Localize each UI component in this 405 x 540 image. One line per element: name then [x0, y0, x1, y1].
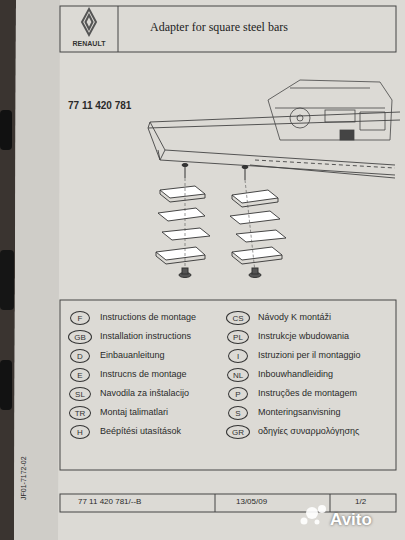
instruction-language: Instrukcje wbudowania: [258, 331, 349, 341]
language-code-oval: D: [70, 349, 90, 363]
issue-date: 13/05/09: [236, 497, 267, 506]
part-number: 77 11 420 781: [68, 100, 131, 111]
language-code: NL: [233, 371, 243, 380]
language-code: H: [77, 428, 83, 437]
language-code: P: [235, 390, 240, 399]
language-code-oval: CS: [226, 311, 249, 325]
foot-pad: [249, 268, 261, 278]
footer-divider: [215, 494, 216, 512]
language-code-oval: PL: [227, 330, 249, 344]
language-code: I: [237, 352, 239, 361]
language-code: E: [77, 371, 82, 380]
instruction-language: Einbauanleitung: [100, 350, 165, 360]
renault-logo: [82, 9, 96, 35]
print-code: JF01-7172-02: [20, 456, 27, 500]
vehicle-interior-sketch: [268, 80, 392, 140]
language-code-oval: GR: [226, 425, 250, 439]
language-code: GR: [232, 428, 244, 437]
adapter-bracket: [156, 186, 210, 264]
language-code: D: [77, 352, 83, 361]
watermark: Avito: [330, 510, 372, 530]
adapter-bracket: [230, 190, 286, 264]
brand-name: RENAULT: [73, 40, 106, 47]
language-code: PL: [233, 333, 243, 342]
instruction-language: Montaj talimatlari: [100, 407, 168, 417]
document-title: Adapter for square steel bars: [150, 20, 288, 35]
language-code: TR: [75, 409, 86, 418]
language-code: F: [78, 314, 83, 323]
language-code-oval: TR: [69, 406, 92, 420]
instruction-language: Instructions de montage: [100, 312, 196, 322]
instruction-language: Návody K montáži: [258, 312, 331, 322]
instruction-language: Instrucns de montage: [100, 369, 187, 379]
instruction-language: οδηγίες συναρμολόγησης: [258, 426, 359, 436]
language-code-oval: H: [70, 425, 90, 439]
language-code: CS: [232, 314, 243, 323]
instruction-language: Beépítési utasítások: [100, 426, 181, 436]
language-code: SL: [75, 390, 85, 399]
header-divider: [118, 6, 119, 52]
language-code-oval: NL: [227, 368, 249, 382]
background-object: [0, 360, 12, 410]
document-reference: 77 11 420 781/--B: [78, 497, 141, 506]
footer-frame: [60, 494, 396, 512]
footer-divider: [330, 494, 331, 512]
language-code-oval: S: [228, 406, 248, 420]
language-code-oval: F: [70, 311, 90, 325]
page-number: 1/2: [355, 497, 366, 506]
instruction-language: Navodila za inštalacijo: [100, 388, 189, 398]
square-steel-bar: [148, 112, 400, 178]
brand-logo-cell: RENAULT: [62, 36, 116, 50]
language-code-oval: SL: [69, 387, 91, 401]
header-frame: [60, 6, 396, 52]
foot-pad: [179, 268, 191, 278]
language-code-oval: I: [228, 349, 248, 363]
instruction-language: Istruzioni per il montaggio: [258, 350, 361, 360]
paper-sheet: [14, 0, 405, 540]
instruction-language: Instruções de montagem: [258, 388, 357, 398]
language-code-oval: E: [70, 368, 90, 382]
background-object: [0, 110, 12, 150]
paper-shadow: [14, 0, 60, 540]
language-code: S: [235, 409, 240, 418]
fixing-screw: [182, 164, 248, 181]
language-table-frame: [60, 300, 396, 470]
assembly-axis: [245, 180, 255, 272]
background-object: [0, 250, 14, 310]
assembly-axis: [185, 178, 186, 272]
instruction-language: Inbouwhandleiding: [258, 369, 333, 379]
instruction-language: Installation instructions: [100, 331, 191, 341]
watermark-logo: [301, 505, 327, 525]
language-code-oval: GB: [68, 330, 92, 344]
language-code-oval: P: [228, 387, 248, 401]
language-code: GB: [74, 333, 86, 342]
instruction-language: Monteringsanvisning: [258, 407, 341, 417]
